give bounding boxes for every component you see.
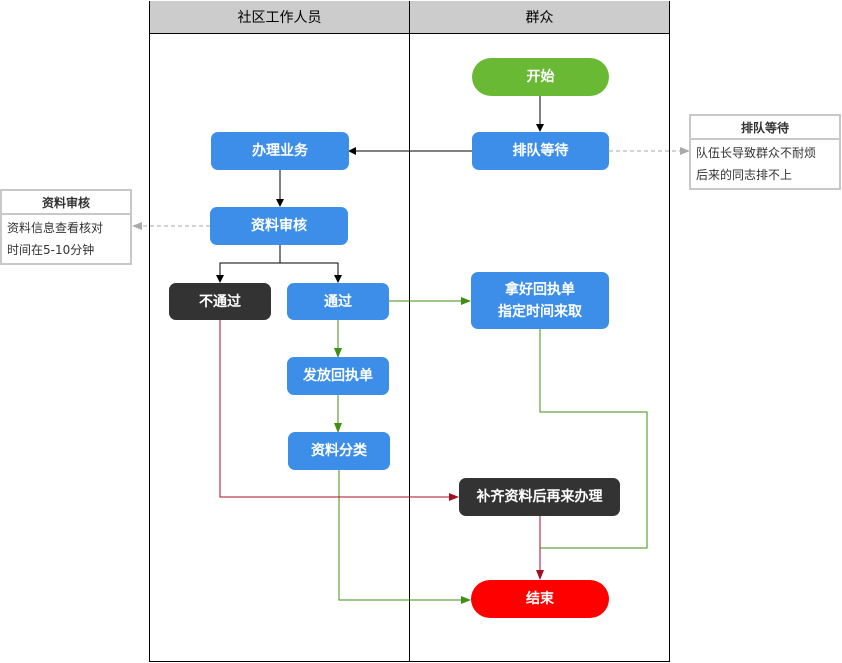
node-take-receipt[interactable]: 拿好回执单 指定时间来取 [471,272,609,329]
node-pass[interactable]: 通过 [287,283,389,320]
note-queue-title: 排队等待 [691,116,839,140]
node-handle-business-label: 办理业务 [252,143,308,159]
note-queue-line2: 后来的同志排不上 [696,168,793,182]
node-reject-label: 不通过 [199,293,241,310]
node-end-label: 结束 [526,591,554,607]
node-start-label: 开始 [526,69,555,85]
node-reject[interactable]: 不通过 [169,283,271,320]
node-handle-business[interactable]: 办理业务 [211,132,349,170]
lane-header-public: 群众 [410,1,669,34]
note-review-line2: 时间在5-10分钟 [7,243,95,257]
lane-header-staff: 社区工作人员 [150,1,409,34]
node-start[interactable]: 开始 [472,58,609,96]
note-review[interactable]: 资料审核 资料信息查看核对 时间在5-10分钟 [0,189,132,265]
node-resubmit-label: 补齐资料后再来办理 [476,489,603,505]
edge-review-to-reject [216,244,281,283]
node-resubmit[interactable]: 补齐资料后再来办理 [459,478,620,516]
node-end[interactable]: 结束 [471,580,609,618]
node-issue-receipt[interactable]: 发放回执单 [287,357,389,395]
node-queue[interactable]: 排队等待 [472,132,609,170]
node-issue-receipt-label: 发放回执单 [303,368,373,384]
lane-divider [409,1,410,662]
note-queue[interactable]: 排队等待 队伍长导致群众不耐烦 后来的同志排不上 [689,114,841,190]
edge-classify-to-end [338,470,471,604]
edge-reject-to-resubmit [219,320,459,501]
note-review-line1: 资料信息查看核对 [7,221,104,235]
node-review-label: 资料审核 [251,218,307,234]
node-take-receipt-line1: 拿好回执单 [505,281,575,298]
node-classify-label: 资料分类 [311,443,367,459]
edge-take-receipt-to-end [539,329,648,549]
node-queue-label: 排队等待 [512,143,569,159]
node-review[interactable]: 资料审核 [210,207,348,245]
node-pass-label: 通过 [324,293,352,310]
edge-review-to-pass [280,262,342,283]
note-review-title: 资料审核 [2,191,130,215]
node-take-receipt-line2: 指定时间来取 [498,303,582,320]
note-queue-line1: 队伍长导致群众不耐烦 [696,146,817,160]
node-classify[interactable]: 资料分类 [288,432,390,470]
